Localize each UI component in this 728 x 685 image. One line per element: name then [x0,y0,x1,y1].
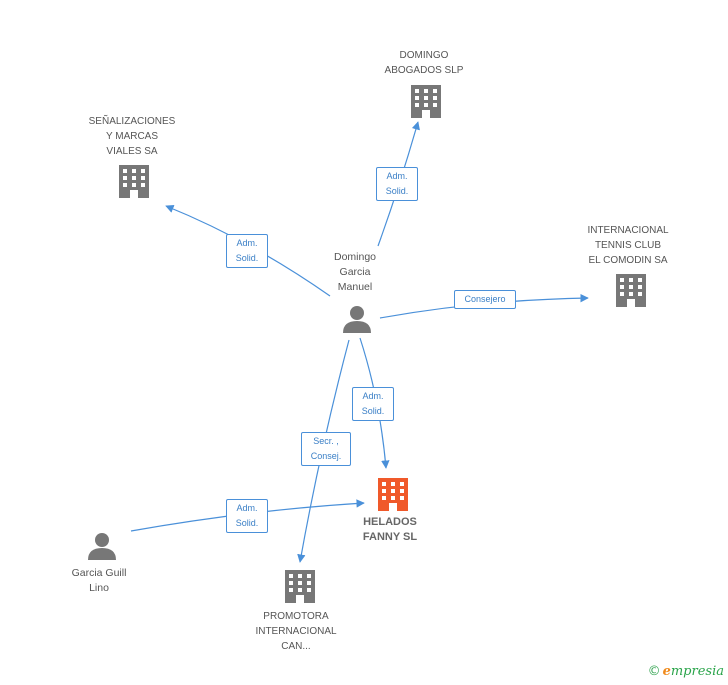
node-label-helados-fanny[interactable]: HELADOS FANNY SL [362,516,418,543]
empresia-logo: ©empresia [648,664,724,679]
node-label-senalizaciones[interactable]: SEÑALIZACIONES Y MARCAS VIALES SA [88,116,176,157]
edge-label-helados-domingo: Adm. Solid. [352,387,394,421]
node-label-domingo-garcia[interactable]: Domingo Garcia Manuel [333,251,377,293]
building-icon[interactable] [616,274,646,307]
node-label-garcia-guill[interactable]: Garcia Guill Lino [71,567,127,594]
copyright-symbol: © [647,664,661,679]
building-icon-focus[interactable] [378,478,408,511]
building-icon[interactable] [119,165,149,198]
node-label-domingo-abogados[interactable]: DOMINGO ABOGADOS SLP [384,50,464,76]
edge-label-abogados: Adm. Solid. [376,167,418,201]
edge-label-promotora: Secr. , Consej. [301,432,351,466]
person-icon[interactable] [343,306,371,333]
building-icon[interactable] [285,570,315,603]
building-icon[interactable] [411,85,441,118]
edge-label-tennis: Consejero [454,290,516,309]
brand-name: mpresia [670,664,724,679]
node-label-internacional-tennis[interactable]: INTERNACIONAL TENNIS CLUB EL COMODIN SA [587,225,669,266]
brand-initial: e [662,664,671,679]
person-icon[interactable] [88,533,116,560]
edge-label-helados-garcia: Adm. Solid. [226,499,268,533]
node-label-promotora[interactable]: PROMOTORA INTERNACIONAL CAN... [255,611,337,652]
edge-label-senalizaciones: Adm. Solid. [226,234,268,268]
